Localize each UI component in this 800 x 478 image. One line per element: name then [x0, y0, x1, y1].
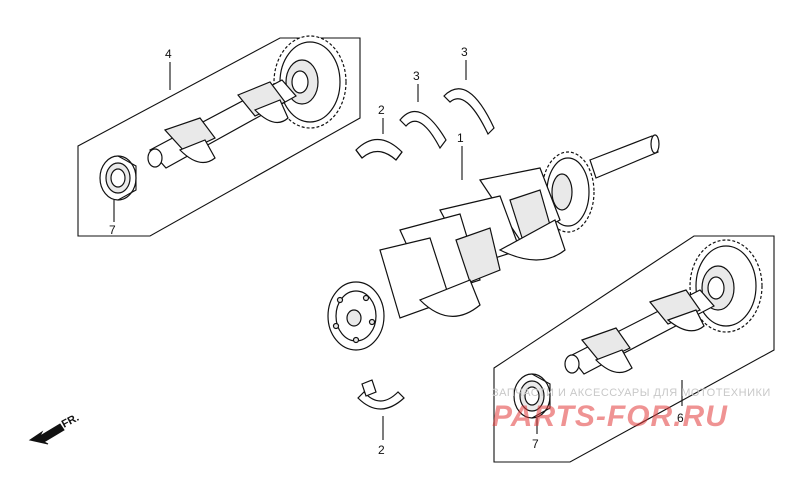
crankshaft-output-spline — [589, 135, 659, 179]
balancer-rear-outline — [493, 235, 775, 463]
main-bearing-lower: 2 — [357, 379, 405, 457]
callout-crankshaft: 1 — [457, 131, 464, 145]
crankshaft-group: 1 — [327, 131, 660, 351]
thrust-washer-left: 3 — [399, 69, 447, 150]
callout-bearing-front: 7 — [109, 223, 116, 237]
callout-bearing-rear: 7 — [532, 437, 539, 451]
callout-thrust-right: 3 — [461, 45, 468, 59]
watermark-tagline: ЗАПЧАСТИ И АКСЕССУАРЫ ДЛЯ МОТОТЕХНИКИ — [492, 387, 771, 399]
arrow-left-icon — [28, 423, 65, 445]
thrust-washer-right: 3 — [443, 45, 495, 136]
front-direction-indicator: FR. — [28, 412, 81, 445]
direction-label: FR. — [60, 412, 81, 431]
balancer-front-shaft — [147, 79, 297, 169]
balancer-shaft-rear-group: 7 6 — [493, 235, 775, 463]
watermark: ЗАПЧАСТИ И АКСЕССУАРЫ ДЛЯ МОТОТЕХНИКИ PA… — [492, 387, 771, 433]
callout-balancer-front: 4 — [165, 47, 172, 61]
ball-bearing-front — [99, 155, 137, 201]
balancer-front-outline — [77, 37, 361, 237]
callout-thrust-left: 3 — [413, 69, 420, 83]
balancer-front-gear — [273, 35, 347, 129]
crankshaft-body — [379, 167, 566, 319]
callout-balancer-rear: 6 — [677, 411, 684, 425]
watermark-brand: PARTS-FOR.RU — [492, 400, 728, 433]
ball-bearing-rear — [513, 373, 551, 419]
callout-bearing-upper: 2 — [378, 103, 385, 117]
balancer-rear-gear — [689, 239, 763, 333]
main-bearing-upper: 2 — [355, 103, 403, 161]
balancer-shaft-front-group: 4 7 — [77, 35, 361, 237]
balancer-rear-shaft — [564, 289, 715, 375]
callout-bearing-lower: 2 — [378, 443, 385, 457]
crankshaft-flange — [327, 281, 385, 351]
